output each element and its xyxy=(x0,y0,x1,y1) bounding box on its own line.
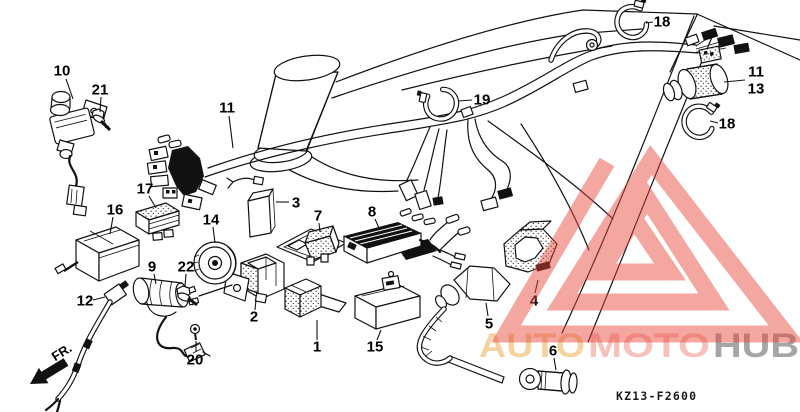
part-8-regulator xyxy=(343,222,442,264)
steering-head-tube xyxy=(249,54,341,173)
part-label-3: 3 xyxy=(292,195,300,212)
leader-line-5 xyxy=(485,302,489,317)
part-label-8: 8 xyxy=(368,204,376,221)
part-label-20: 20 xyxy=(187,352,204,369)
harness-left-connector-cluster xyxy=(146,134,217,211)
watermark-brand-text: AUTO MOTO HUB xyxy=(479,327,799,365)
fr-label: FR. xyxy=(49,340,75,364)
leader-line-18 xyxy=(709,120,719,124)
part-21-bolt xyxy=(91,108,112,132)
leader-line-6 xyxy=(553,357,557,371)
part-label-13: 13 xyxy=(748,81,765,98)
part-15-cdi-unit xyxy=(354,270,421,330)
part-12-lead-wire xyxy=(44,280,129,412)
leader-line-15 xyxy=(376,329,382,341)
part-label-22: 22 xyxy=(178,259,195,276)
harness-right-connector-cluster xyxy=(684,27,750,64)
leader-line-21 xyxy=(99,96,102,113)
leader-lines-layer xyxy=(65,21,746,371)
part-5-ignition-coil xyxy=(416,265,511,384)
frame-band-clip xyxy=(572,79,589,93)
watermark-text-auto: AUTO xyxy=(479,327,585,365)
part-18-clamp-right xyxy=(681,97,721,141)
leader-line-19 xyxy=(457,99,473,102)
leader-line-8 xyxy=(374,218,380,229)
leader-line-22 xyxy=(184,273,187,287)
coil-sub-harness xyxy=(397,213,471,270)
wire-harness-trunk xyxy=(204,41,699,178)
part-4-hex-boot xyxy=(503,220,558,273)
part-label-21: 21 xyxy=(92,82,109,99)
leader-line-18 xyxy=(645,21,654,24)
part-6-plug-cap xyxy=(518,367,578,395)
part-label-17: 17 xyxy=(137,181,154,198)
part-3-box xyxy=(247,187,276,238)
leader-line-4 xyxy=(534,279,539,294)
watermark-triangle-logo xyxy=(491,145,800,343)
part-1-rubber-case xyxy=(284,278,347,318)
part-22-bolt xyxy=(176,284,233,307)
fr-direction-arrow: FR. xyxy=(30,340,74,384)
harness-branch-wires xyxy=(226,105,514,226)
diagram-part-code: KZ13-F2600 xyxy=(616,389,697,403)
triangle-spiral-shape xyxy=(491,145,800,343)
part-14-horn xyxy=(192,241,250,302)
part-label-15: 15 xyxy=(367,339,384,356)
part-label-19: 19 xyxy=(474,92,491,109)
part-label-4: 4 xyxy=(530,293,539,310)
leader-line-9 xyxy=(153,273,157,285)
leader-line-14 xyxy=(212,226,216,244)
leader-line-10 xyxy=(65,78,74,100)
leader-line-16 xyxy=(109,216,114,235)
part-9-ignition-coil xyxy=(132,277,211,363)
leader-line-17 xyxy=(148,195,157,209)
leader-line-11 xyxy=(723,79,746,83)
part-13-rubber-boot xyxy=(662,63,729,102)
part-18-clamp-top xyxy=(614,0,651,40)
part-7-bracket xyxy=(276,225,347,266)
part-20-stud xyxy=(189,323,201,341)
part-17-connector xyxy=(135,202,180,241)
part-label-16: 16 xyxy=(107,202,124,219)
part-label-1: 1 xyxy=(313,339,321,356)
ring-terminal-lead xyxy=(548,28,602,63)
part-label-11: 11 xyxy=(748,64,764,81)
part-label-7: 7 xyxy=(314,208,322,225)
frame-outline xyxy=(249,9,800,343)
part-label-2: 2 xyxy=(250,309,258,326)
part-label-5: 5 xyxy=(485,316,493,333)
part-label-6: 6 xyxy=(549,343,557,360)
leader-line-2 xyxy=(254,299,257,311)
part-label-10: 10 xyxy=(54,63,71,80)
part-label-18: 18 xyxy=(654,14,671,31)
part-label-14: 14 xyxy=(203,212,220,229)
part-16-relay-box xyxy=(54,226,140,282)
watermark-text-hub: HUB xyxy=(713,327,799,365)
part-label-18: 18 xyxy=(719,116,736,133)
part-label-12: 12 xyxy=(77,293,94,310)
leader-line-7 xyxy=(318,222,321,233)
leader-line-11 xyxy=(228,115,234,149)
leader-line-12 xyxy=(92,296,106,301)
part-19-clamp xyxy=(416,84,459,123)
part-label-9: 9 xyxy=(148,259,156,276)
part-label-11: 11 xyxy=(219,100,235,117)
watermark-text-moto: MOTO xyxy=(588,327,710,365)
